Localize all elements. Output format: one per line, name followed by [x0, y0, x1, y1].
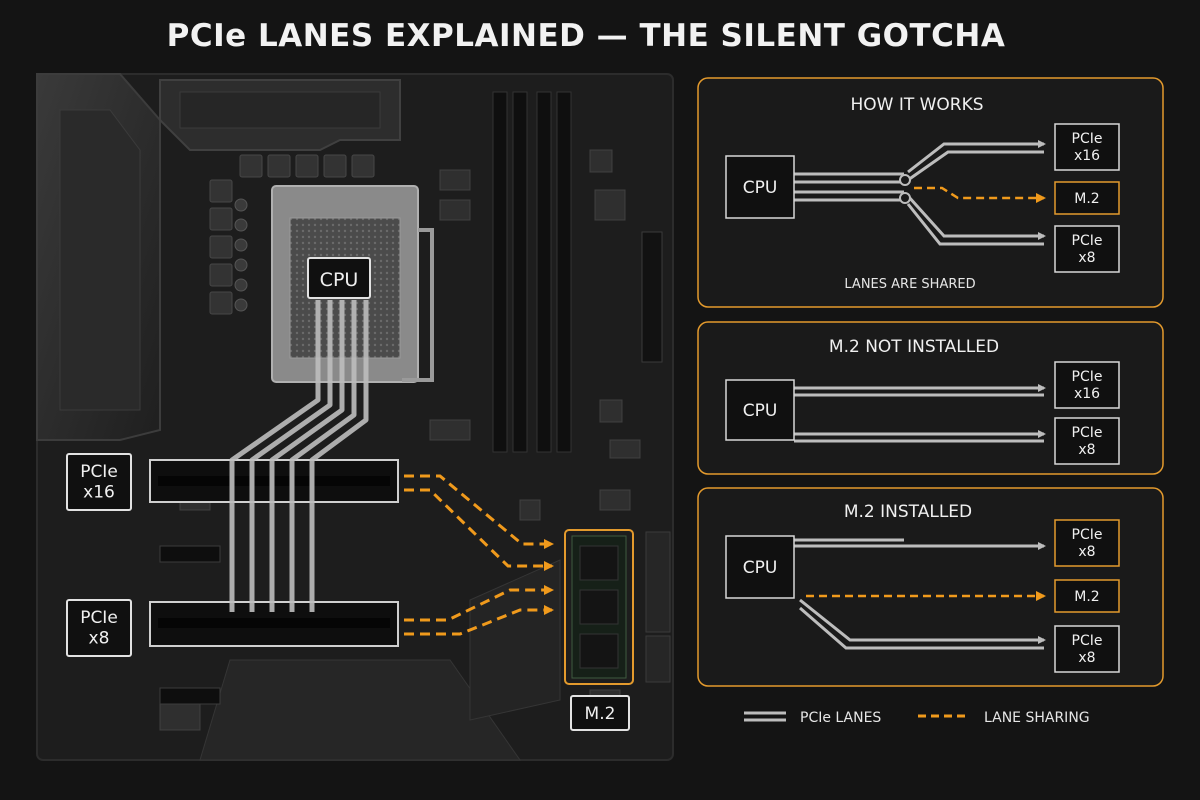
label-line: PCIe [1072, 131, 1103, 147]
cpu-label: CPU [743, 401, 778, 421]
panel1-cpu-box: CPU [725, 155, 795, 219]
board-cpu-text: CPU [320, 269, 359, 291]
label-line: x8 [1078, 650, 1095, 666]
chipset-shroud [199, 659, 521, 761]
io-shroud-detail [59, 109, 141, 411]
lane-to-x8-b [906, 203, 1044, 246]
lane-1 [229, 300, 321, 612]
panel-heading: HOW IT WORKS [850, 95, 983, 115]
pcie-x1-slot-lower [159, 687, 221, 705]
board-cpu-label: CPU [307, 257, 371, 299]
panel2-lanes [794, 384, 1046, 443]
label-line: PCIe [1072, 233, 1103, 249]
lane-to-x16-b [907, 150, 1044, 182]
panel1-lanes [794, 140, 1046, 246]
label-line: PCIe [1072, 633, 1103, 649]
panel-heading: M.2 NOT INSTALLED [829, 337, 999, 357]
label-line: PCIe [1072, 425, 1103, 441]
panel3-lanes [794, 538, 1046, 650]
label-line: x8 [1078, 544, 1095, 560]
sharing-line-3 [404, 585, 554, 622]
sharing-line-4 [404, 605, 554, 636]
split-node [899, 174, 911, 186]
panel1-m2-box: M.2 [1054, 181, 1120, 215]
sharing-line-1 [404, 474, 554, 549]
label-line: x16 [1074, 148, 1100, 164]
panel1-sharing-line [914, 186, 1046, 203]
pcie-x1-slot-upper [159, 545, 221, 563]
panel3-cpu-box: CPU [725, 535, 795, 599]
socket-lever [402, 228, 434, 382]
chipset-heatsink [469, 559, 561, 721]
target-label: M.2 [1074, 191, 1099, 207]
atx-connector [641, 231, 663, 363]
panel-heading: M.2 INSTALLED [844, 502, 972, 522]
split-node [899, 192, 911, 204]
label-line: x8 [1078, 442, 1095, 458]
label-line: PCIe [1072, 369, 1103, 385]
page-title: PCIe LANES EXPLAINED — THE SILENT GOTCHA [166, 18, 1006, 54]
cpu-to-slot-lanes [229, 300, 369, 612]
label-line: x8 [1078, 250, 1095, 266]
lane-4 [289, 300, 357, 612]
legend-sharing-label: LANE SHARING [984, 710, 1090, 726]
lane-to-x16 [907, 140, 1046, 174]
label-line: x16 [1074, 386, 1100, 402]
label-line: PCIe [1072, 527, 1103, 543]
lane-3 [269, 300, 345, 612]
target-label: M.2 [1074, 589, 1099, 605]
m2-chip [579, 545, 619, 581]
vrm-chokes [209, 154, 375, 315]
lane-to-x8 [906, 194, 1046, 240]
label-line: x16 [83, 482, 115, 502]
cpu-label: CPU [743, 178, 778, 198]
legend: PCIe LANES LANE SHARING [744, 710, 1090, 726]
vrm-capacitors [234, 198, 248, 312]
board-m2-text: M.2 [585, 704, 616, 724]
label-line: PCIe [80, 608, 118, 628]
lane-2 [249, 300, 333, 612]
m2-chip [579, 633, 619, 669]
m2-slot [564, 529, 634, 685]
top-vrm-fins [179, 91, 381, 129]
panel2-cpu-box: CPU [725, 379, 795, 441]
board-m2-label: M.2 [570, 695, 630, 731]
label-line: x8 [89, 628, 110, 648]
panel1-caption: LANES ARE SHARED [844, 277, 975, 292]
m2-chip [579, 589, 619, 625]
label-line: PCIe [80, 462, 118, 482]
cpu-label: CPU [743, 558, 778, 578]
legend-lanes-swatch [744, 711, 786, 722]
m2-heatsink-right [645, 531, 671, 683]
board-sharing-lines [404, 474, 554, 636]
ram-slots [492, 91, 572, 453]
panel3-m2-box: M.2 [1054, 579, 1120, 613]
sharing-line-2 [404, 488, 554, 571]
legend-lanes-label: PCIe LANES [800, 710, 881, 726]
lane-5 [309, 300, 369, 612]
